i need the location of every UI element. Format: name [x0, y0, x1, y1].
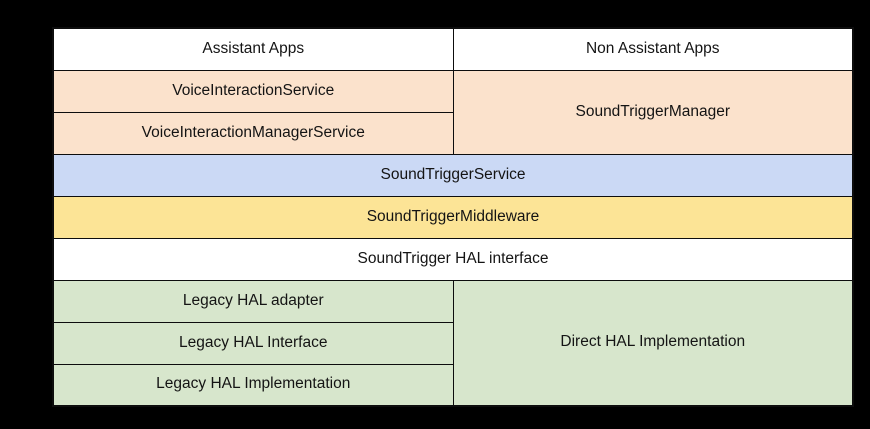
table-row-legacy-hal-adapter: Legacy HAL adapter Direct HAL Implementa…: [52, 279, 854, 407]
table-row-legacy-hal-implementation: Legacy HAL Implementation: [52, 363, 853, 407]
table-row-legacy-hal-interface: Legacy HAL Interface: [52, 321, 853, 365]
column-header-non-assistant-apps: Non Assistant Apps: [452, 27, 854, 71]
cell-legacy-hal-interface: Legacy HAL Interface: [52, 321, 454, 365]
cell-sound-trigger-service: SoundTriggerService: [52, 153, 854, 197]
table-row-voice-interaction-manager-service: VoiceInteractionManagerService: [52, 111, 853, 155]
cell-sound-trigger-manager: SoundTriggerManager: [452, 69, 854, 155]
cell-legacy-hal-implementation: Legacy HAL Implementation: [52, 363, 454, 407]
table-row-voice-interaction-service: VoiceInteractionService SoundTriggerMana…: [52, 69, 854, 155]
column-header-assistant-apps: Assistant Apps: [52, 27, 454, 71]
cell-sound-trigger-hal-interface: SoundTrigger HAL interface: [52, 237, 854, 281]
cell-direct-hal-implementation: Direct HAL Implementation: [452, 279, 854, 407]
cell-sound-trigger-middleware: SoundTriggerMiddleware: [52, 195, 854, 239]
table-row-sound-trigger-middleware: SoundTriggerMiddleware: [52, 195, 854, 239]
cell-voice-interaction-manager-service: VoiceInteractionManagerService: [52, 111, 454, 155]
table-row-sound-trigger-hal-interface: SoundTrigger HAL interface: [52, 237, 854, 281]
table-row-headers: Assistant Apps Non Assistant Apps: [52, 27, 854, 71]
soundtrigger-architecture-table: Assistant Apps Non Assistant Apps VoiceI…: [52, 27, 854, 407]
cell-voice-interaction-service: VoiceInteractionService: [52, 69, 454, 113]
cell-legacy-hal-adapter: Legacy HAL adapter: [52, 279, 454, 323]
table-row-sound-trigger-service: SoundTriggerService: [52, 153, 854, 197]
